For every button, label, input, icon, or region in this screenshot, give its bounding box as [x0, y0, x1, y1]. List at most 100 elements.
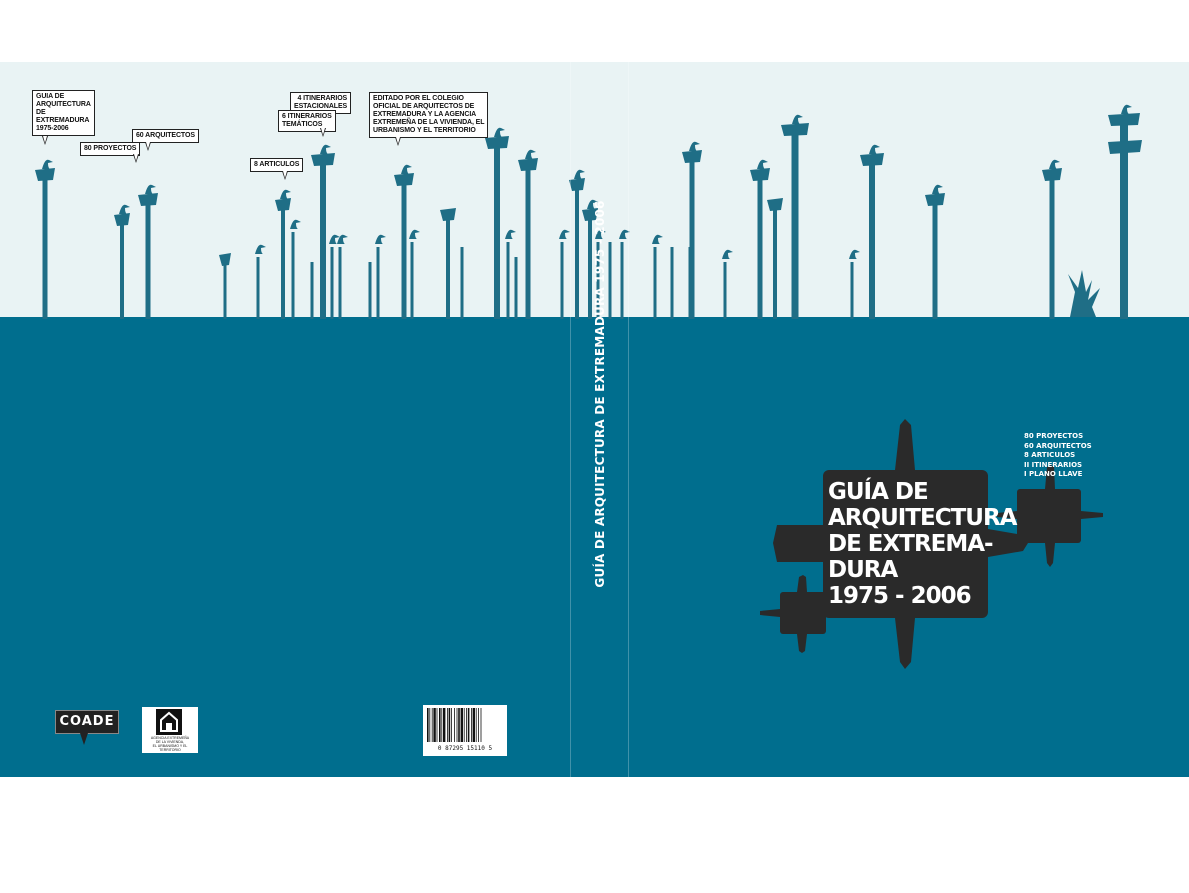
pole	[494, 140, 500, 319]
pole	[256, 257, 260, 319]
pole	[310, 262, 314, 319]
pole	[145, 197, 151, 319]
projects-bubble-tail	[133, 154, 139, 163]
stork	[119, 204, 130, 214]
stork-poles-silhouette	[35, 104, 1142, 319]
pole	[42, 172, 48, 319]
title-panel	[760, 419, 1103, 669]
stork	[757, 159, 768, 169]
nest	[682, 150, 702, 163]
spine-title: GUÍA DE ARQUITECTURA DE EXTREMADURA 1975…	[593, 200, 607, 588]
pole	[689, 154, 695, 319]
nest	[582, 208, 598, 221]
cover-title-line-4: DURA	[828, 557, 898, 583]
pole	[850, 262, 854, 319]
barcode-bar	[439, 708, 441, 742]
stork	[255, 244, 266, 254]
barcode-bar	[443, 708, 446, 742]
architects-bubble-tail	[145, 142, 151, 151]
stork	[574, 169, 585, 179]
projects-bubble: 80 PROYECTOS	[80, 142, 141, 156]
stork	[689, 141, 700, 151]
pole	[460, 247, 464, 319]
stork	[932, 184, 943, 194]
spine-fold-right	[628, 62, 629, 777]
nest	[275, 198, 291, 211]
nest	[311, 153, 335, 166]
coade-logo: COADE	[55, 710, 119, 734]
pole	[670, 247, 674, 319]
edited-by-bubble: EDITADO POR EL COLEGIO OFICIAL DE ARQUIT…	[369, 92, 489, 138]
barcode-bar	[463, 708, 465, 742]
barcode-bar	[454, 708, 455, 742]
pole	[620, 242, 624, 319]
contents-list: 80 PROYECTOS 60 ARQUITECTOS 8 ARTICULOS …	[1024, 432, 1092, 480]
stork	[595, 229, 606, 239]
pole	[506, 242, 510, 319]
pole	[330, 247, 334, 319]
pole	[575, 182, 579, 319]
stork	[525, 149, 536, 159]
nest	[781, 123, 809, 136]
pole	[1120, 117, 1128, 319]
stork	[290, 219, 301, 229]
barcode-bar	[478, 708, 479, 742]
stork	[587, 199, 598, 209]
pole	[1049, 172, 1055, 319]
stork	[401, 164, 412, 174]
barcode-bar	[431, 708, 433, 742]
guide-bubble: GUIA DE ARQUITECTURA DE EXTREMADURA 1975…	[32, 90, 95, 136]
nest	[485, 136, 509, 149]
pole	[723, 262, 727, 319]
stork	[559, 229, 570, 239]
pole	[608, 242, 612, 319]
stork	[849, 249, 860, 259]
pole	[514, 257, 518, 319]
barcode-bar	[467, 708, 470, 742]
barcode-bars	[427, 708, 482, 742]
nest	[138, 193, 158, 206]
stork	[494, 127, 505, 137]
nest	[35, 168, 55, 181]
stork	[42, 159, 53, 169]
barcode-bar	[475, 708, 477, 742]
pole	[446, 212, 450, 319]
pole	[291, 232, 295, 319]
barcode-bar	[451, 708, 452, 742]
pole	[376, 247, 380, 319]
pole	[869, 157, 875, 319]
bush	[1068, 270, 1100, 317]
nest	[1108, 140, 1142, 154]
nest	[1042, 168, 1062, 181]
stork	[409, 229, 420, 239]
barcode-bar	[480, 708, 482, 742]
pole	[401, 177, 407, 319]
cover-title-line-2: ARQUITECTURA	[828, 505, 1017, 531]
cover-title-line-5: 1975 - 2006	[828, 583, 972, 609]
pole	[757, 172, 763, 319]
nest	[114, 213, 130, 226]
cover-title: GUÍA DE ARQUITECTURA DE EXTREMA- DURA 19…	[828, 479, 1017, 609]
stork	[792, 114, 803, 124]
pole	[932, 197, 938, 319]
articles-bubble: 8 ARTICULOS	[250, 158, 304, 172]
architects-bubble: 60 ARQUITECTOS	[132, 129, 199, 143]
barcode-bar	[448, 708, 451, 742]
nest	[569, 178, 585, 191]
pole	[320, 157, 326, 319]
pole	[588, 212, 592, 319]
pole	[653, 247, 657, 319]
contents-item: 80 PROYECTOS	[1024, 432, 1084, 440]
pole	[223, 257, 227, 319]
contents-item: 8 ARTICULOS	[1024, 451, 1076, 459]
stork	[1121, 104, 1132, 114]
barcode-bar	[429, 708, 431, 742]
contents-item: I PLANO LLAVE	[1024, 470, 1083, 478]
barcode-bar	[433, 708, 436, 742]
pole	[791, 127, 799, 319]
barcode-bar	[441, 708, 443, 742]
stork	[145, 184, 156, 194]
nest	[750, 168, 770, 181]
agency-logo-text: AGENCIA EXTREMEÑA DE LA VIVIENDA, EL URB…	[150, 736, 190, 752]
nest	[518, 158, 538, 171]
